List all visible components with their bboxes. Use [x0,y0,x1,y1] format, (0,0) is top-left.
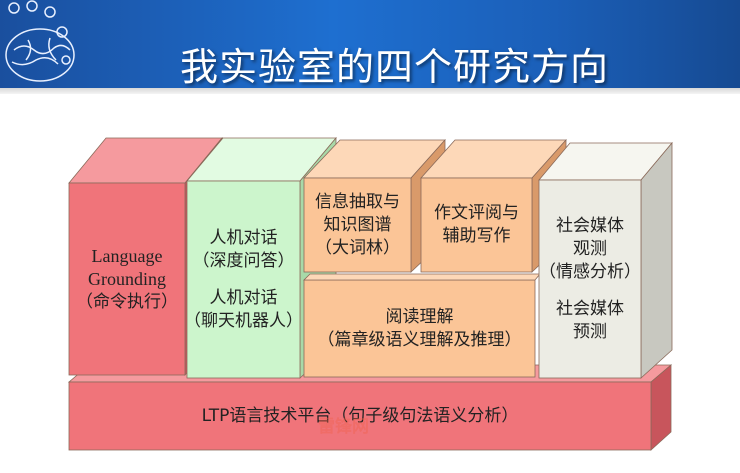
essay-label: 作文评阅与 辅助写作 [421,178,532,272]
header-divider [0,88,740,94]
slide-header [0,0,740,88]
social-line5: 预测 [573,321,607,342]
dialogue-label: 人机对话 （深度问答） 人机对话 （聊天机器人） [180,181,307,378]
dialogue-front-face [186,180,301,379]
essay-front-face [420,177,533,273]
slide-title: 我实验室的四个研究方向 [180,45,610,89]
social-line3: （情感分析） [539,261,641,282]
ltp-front-face [68,381,652,451]
social-front-face [538,179,642,379]
essay-line1: 作文评阅与 [434,203,519,223]
social-line1: 社会媒体 [556,215,624,236]
ie-line2: 知识图谱 [323,214,392,235]
social-media-label: 社会媒体 观测 （情感分析） 社会媒体 预测 [535,180,645,378]
ltp-text: LTP语言技术平台（句子级句法语义分析） [201,405,519,426]
dialogue-line2: （深度问答） [192,250,295,271]
dialogue-line4: （聊天机器人） [184,310,303,331]
ie-line1: 信息抽取与 [315,191,400,212]
social-line2: 观测 [573,238,607,259]
lg-line2: Grounding [88,268,166,289]
lg-line3: （命令执行） [76,291,178,312]
reading-label: 阅读理解 （篇章级语义理解及推理） [304,280,535,377]
lg-front-face [68,182,186,376]
reading-front-face [303,279,536,378]
ltp-label: LTP语言技术平台（句子级句法语义分析） [69,382,651,450]
dialogue-line1: 人机对话 [209,227,278,248]
info-extraction-label: 信息抽取与 知识图谱 （大词林） [304,178,411,272]
brain-lightbulb-icon [5,0,75,82]
social-line4: 社会媒体 [556,298,624,319]
language-grounding-label: Language Grounding （命令执行） [69,183,185,375]
ie-front-face [303,177,412,273]
ie-line3: （大词林） [315,237,400,258]
reading-line2: （篇章级语义理解及推理） [317,329,522,350]
reading-line1: 阅读理解 [385,306,454,327]
social-side-face [640,141,673,379]
dialogue-line3: 人机对话 [209,287,278,308]
watermark: 雷锋网 [318,417,369,437]
essay-line2: 辅助写作 [442,226,511,246]
lg-line1: Language [91,245,163,266]
